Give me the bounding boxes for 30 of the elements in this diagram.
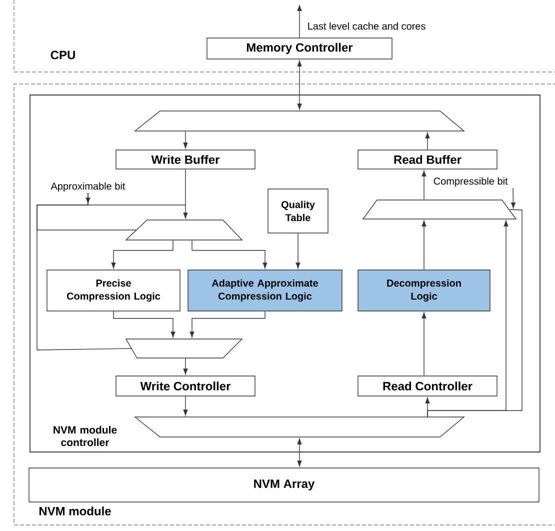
arrow bbox=[113, 311, 176, 338]
logic-box: Decompression Logic bbox=[358, 270, 490, 312]
arrow bbox=[183, 358, 188, 374]
logic-box: Adaptive Approximate Compression Logic bbox=[188, 270, 342, 312]
logic-box: Precise Compression Logic bbox=[46, 270, 180, 312]
arrow bbox=[425, 132, 430, 150]
controller-box: Read Controller bbox=[358, 376, 498, 396]
arrow bbox=[183, 169, 188, 218]
arrow bbox=[296, 233, 300, 268]
arrow bbox=[510, 188, 516, 208]
memory-controller-box: Memory Controller bbox=[206, 38, 392, 60]
arrow bbox=[297, 60, 302, 110]
arrow bbox=[192, 240, 268, 268]
arrow bbox=[422, 170, 426, 200]
controller-box: Write Controller bbox=[116, 376, 256, 396]
arrow bbox=[422, 220, 426, 270]
arrow bbox=[297, 5, 302, 38]
arrow bbox=[111, 240, 174, 268]
arrow bbox=[297, 438, 302, 466]
buffer-box: Read Buffer bbox=[358, 150, 498, 170]
arrow bbox=[183, 131, 188, 148]
array-box: NVM Array bbox=[28, 468, 540, 502]
arrow bbox=[183, 396, 188, 416]
table-box: Quality Table bbox=[268, 188, 328, 234]
arrow bbox=[422, 312, 426, 376]
arrow bbox=[190, 311, 266, 338]
signal-label: Approximable bit bbox=[50, 182, 126, 192]
signal-label: Compressible bit bbox=[434, 177, 508, 187]
edge-label: Last level cache and cores bbox=[306, 21, 427, 31]
buffer-box: Write Buffer bbox=[116, 150, 256, 170]
